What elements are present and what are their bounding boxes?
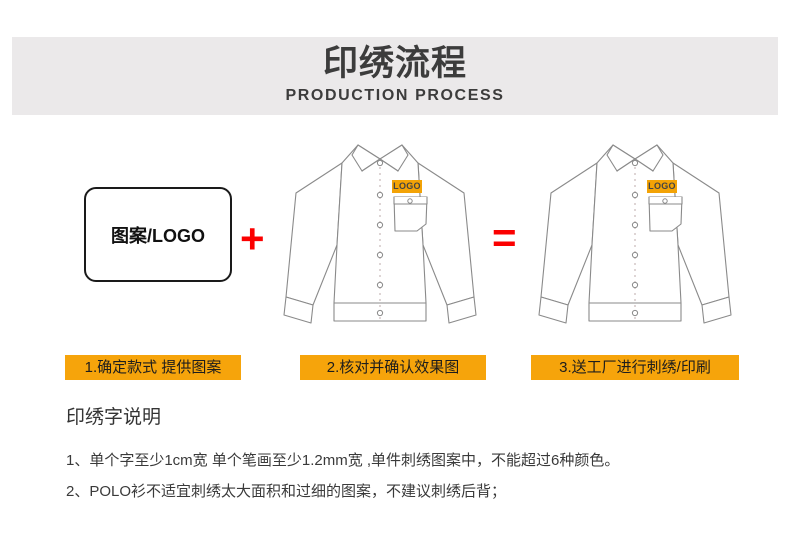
logo-source-box: 图案/LOGO	[84, 187, 232, 282]
page-title: 印绣流程	[322, 44, 467, 83]
plus-operator-icon: +	[240, 215, 265, 262]
logo-source-label: 图案/LOGO	[111, 225, 205, 246]
shirt-line-art-icon	[283, 144, 477, 324]
notes-section: 印绣字说明 1、单个字至少1cm宽 单个笔画至少1.2mm宽 ,单件刺绣图案中，…	[66, 405, 766, 507]
shirt-illustration-before: LOGO	[280, 125, 480, 340]
step-label-1: 1.确定款式 提供图案	[65, 355, 241, 380]
shirt-illustration-after: LOGO	[535, 125, 735, 340]
note-line-2: 2、POLO衫不适宜刺绣太大面积和过细的图案，不建议刺绣后背；	[66, 483, 507, 500]
header-band: 印绣流程 PRODUCTION PROCESS	[12, 37, 778, 115]
equals-operator-icon: =	[492, 214, 517, 261]
logo-badge: LOGO	[392, 180, 422, 193]
process-diagram: 图案/LOGO +	[0, 115, 790, 345]
logo-badge: LOGO	[647, 180, 677, 193]
notes-title: 印绣字说明	[66, 407, 162, 428]
note-line-1: 1、单个字至少1cm宽 单个笔画至少1.2mm宽 ,单件刺绣图案中，不能超过6种…	[66, 452, 620, 469]
page-subtitle: PRODUCTION PROCESS	[285, 87, 505, 104]
shirt-line-art-icon	[538, 144, 732, 324]
step-label-2: 2.核对并确认效果图	[300, 355, 486, 380]
step-label-3: 3.送工厂进行刺绣/印刷	[531, 355, 739, 380]
